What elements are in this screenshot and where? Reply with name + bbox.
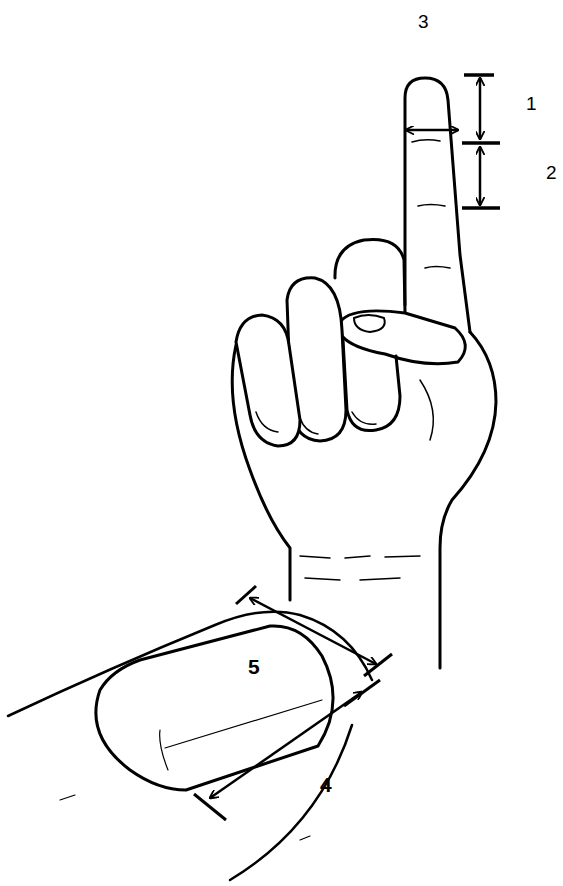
palm-outline [232,345,290,600]
thumb [340,311,465,364]
callout-number: 3 [418,12,429,31]
dimension-arrow [210,692,362,798]
dimension-arrows [194,75,500,820]
dimension-arrow [479,78,482,139]
finger-crease [425,267,450,269]
nail-line [160,730,168,770]
hand-drawing [232,78,496,668]
finger-nail [352,412,376,424]
finger-crease [412,140,440,142]
palm-crease [420,380,433,440]
finger-nail [300,418,318,434]
thumb-nail [354,315,385,332]
skin-mark [60,795,310,840]
finger-crease [418,205,445,207]
dimension-arrow [479,147,482,205]
wrist-crease [300,556,420,558]
finger-nail [256,412,278,432]
extension-tick [462,206,500,210]
extension-tick [464,73,494,77]
folded-finger [335,239,405,312]
fingernail [96,626,333,790]
wrist-crease [305,578,400,580]
nail-line [165,700,322,748]
palm-outline [440,332,496,668]
extension-tick [236,586,256,604]
callout-number: 1 [526,94,537,113]
dimension-arrow [250,598,376,664]
callout-number: 4 [320,774,332,795]
finger-outline [230,725,352,880]
curled-finger [236,315,300,446]
dimension-arrow [406,129,458,132]
callout-number: 2 [546,163,557,182]
extension-tick [462,141,500,145]
curled-finger [343,340,400,431]
extension-tick [364,654,392,676]
fingertip-inset [8,612,372,880]
index-finger [405,78,470,332]
callout-number: 5 [248,656,260,677]
